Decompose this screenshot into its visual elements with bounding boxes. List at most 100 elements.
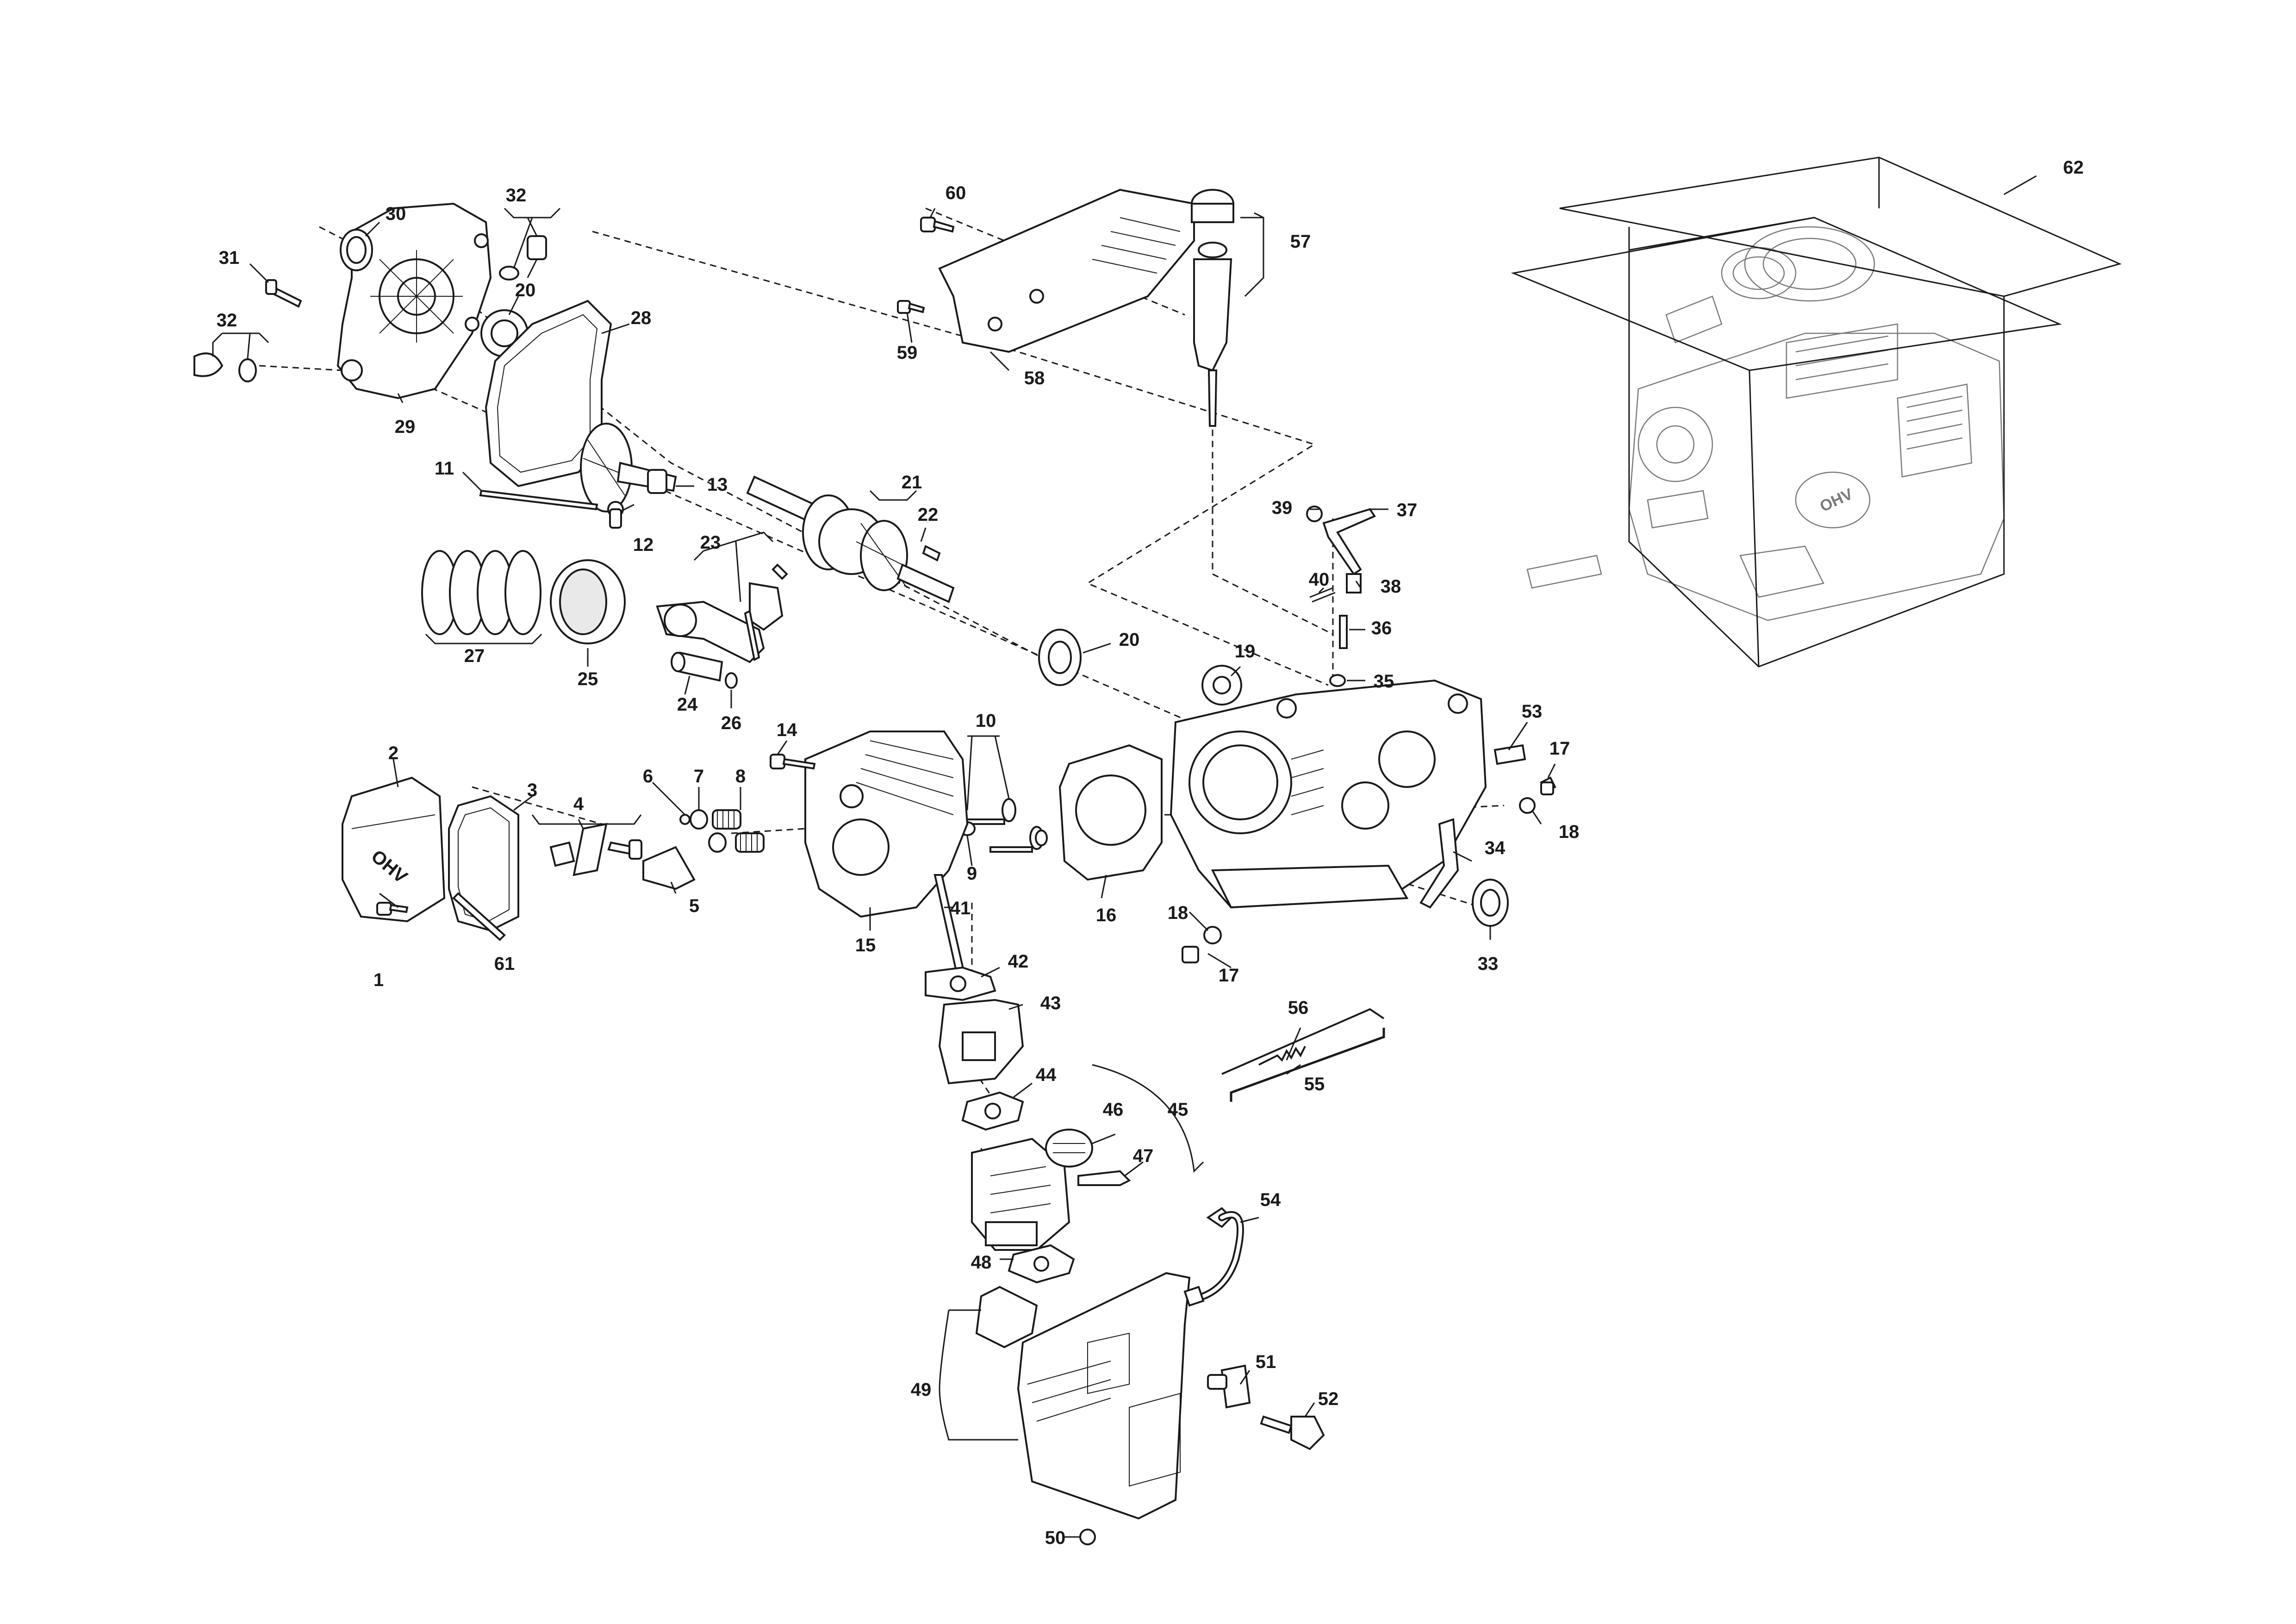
part-labels: 1 2 3 4 5 6 7 8 9 10 11 12 13 14 15 16 1…	[217, 157, 2084, 1548]
label-part-10: 10	[976, 711, 996, 731]
throttle-rod-55	[1230, 1028, 1385, 1102]
piston-25	[550, 559, 626, 644]
label-part-22: 22	[918, 505, 939, 525]
drain-plug-32-left	[193, 352, 257, 382]
pin-36	[1339, 615, 1348, 649]
crankshaft-21	[746, 475, 955, 603]
label-part-39: 39	[1272, 498, 1293, 518]
label-part-59: 59	[897, 343, 918, 363]
label-part-26: 26	[721, 713, 742, 733]
label-part-29: 29	[395, 417, 416, 437]
label-part-46: 46	[1103, 1099, 1124, 1120]
rocker-plate-5	[642, 846, 696, 890]
piston-pin-24	[671, 651, 723, 682]
label-part-62: 62	[2063, 157, 2084, 178]
label-part-58: 58	[1024, 368, 1045, 388]
insulator-43	[938, 999, 1024, 1085]
oil-seal-30	[340, 229, 373, 271]
label-part-25: 25	[578, 669, 598, 689]
throttle-spring-56	[1221, 1008, 1385, 1075]
push-rod-61	[452, 892, 506, 941]
label-part-13: 13	[707, 475, 728, 495]
spring-40	[1309, 587, 1336, 603]
gasket-28	[485, 300, 612, 487]
label-part-4: 4	[573, 794, 584, 814]
label-part-42: 42	[1008, 951, 1029, 972]
head-gasket-16	[1058, 744, 1163, 881]
label-part-20-top: 20	[515, 280, 536, 300]
stud-53	[1493, 744, 1526, 765]
label-part-12: 12	[633, 535, 654, 555]
gasket-3	[448, 795, 519, 932]
label-part-23: 23	[700, 532, 721, 553]
washer-35	[1329, 674, 1346, 687]
label-part-16: 16	[1096, 905, 1117, 925]
label-part-2: 2	[388, 743, 398, 763]
label-part-17-right: 17	[1549, 738, 1570, 759]
lever-34	[1419, 818, 1459, 909]
label-part-48: 48	[971, 1252, 992, 1273]
label-part-17-lower: 17	[1219, 965, 1239, 986]
label-part-57: 57	[1290, 231, 1311, 252]
bolt-59	[897, 300, 925, 314]
label-part-18-right: 18	[1559, 822, 1580, 842]
cotter-6	[679, 814, 691, 825]
complete-engine-62: OHV	[1526, 226, 2005, 621]
label-part-15: 15	[855, 935, 876, 956]
label-part-45: 45	[1168, 1099, 1188, 1120]
label-part-14: 14	[777, 720, 797, 740]
valves-10	[962, 798, 1048, 853]
label-part-11: 11	[435, 458, 454, 479]
bolt-17-lower	[1182, 946, 1199, 963]
washer-18-right	[1519, 797, 1536, 814]
label-part-5: 5	[689, 896, 699, 916]
label-part-8: 8	[735, 766, 746, 787]
cylinder-head-15	[804, 731, 969, 918]
label-part-6: 6	[643, 766, 653, 787]
label-part-31: 31	[219, 248, 240, 268]
rocker-arms-4	[549, 823, 642, 876]
label-part-49: 49	[911, 1380, 932, 1400]
label-part-54: 54	[1260, 1190, 1281, 1210]
piston-rings-27	[421, 550, 541, 635]
valve-springs-8	[712, 809, 765, 853]
label-part-44: 44	[1036, 1065, 1057, 1085]
label-part-40: 40	[1309, 569, 1330, 590]
gasket-42	[925, 966, 996, 1001]
label-part-1: 1	[373, 970, 384, 990]
leader-lines	[212, 175, 2037, 1538]
carburetor-45	[971, 1137, 1070, 1251]
bolt-1	[376, 902, 409, 916]
label-part-3: 3	[527, 780, 537, 800]
rocker-rod-11	[479, 489, 598, 511]
key-52	[1260, 1415, 1325, 1450]
label-part-18-lower: 18	[1168, 903, 1188, 923]
switch-51	[1207, 1364, 1251, 1409]
bolt-31	[265, 279, 302, 308]
label-part-37: 37	[1397, 500, 1418, 520]
label-part-30: 30	[386, 204, 406, 224]
gasket-44	[961, 1091, 1024, 1131]
bolt-60	[920, 217, 955, 233]
label-part-34: 34	[1485, 838, 1506, 858]
label-part-53: 53	[1522, 701, 1543, 722]
label-part-50: 50	[1045, 1528, 1066, 1548]
nut-50	[1079, 1529, 1096, 1545]
label-part-32-top: 32	[506, 185, 527, 206]
label-part-32-left: 32	[217, 310, 237, 331]
label-part-60: 60	[946, 183, 966, 203]
choke-lever-47	[1077, 1170, 1131, 1186]
label-part-33: 33	[1478, 954, 1499, 974]
washer-18-lower	[1203, 926, 1222, 944]
label-part-52: 52	[1318, 1389, 1339, 1409]
cylinder-block	[1170, 679, 1487, 909]
label-part-55: 55	[1304, 1074, 1325, 1094]
bolt-17-right	[1540, 776, 1556, 795]
gasket-48	[1008, 1244, 1075, 1284]
label-part-51: 51	[1256, 1352, 1276, 1372]
governor-arm-37	[1322, 508, 1376, 575]
fuel-hose-54	[1183, 1207, 1244, 1307]
camshaft-13	[580, 423, 677, 512]
label-part-9: 9	[967, 863, 977, 884]
